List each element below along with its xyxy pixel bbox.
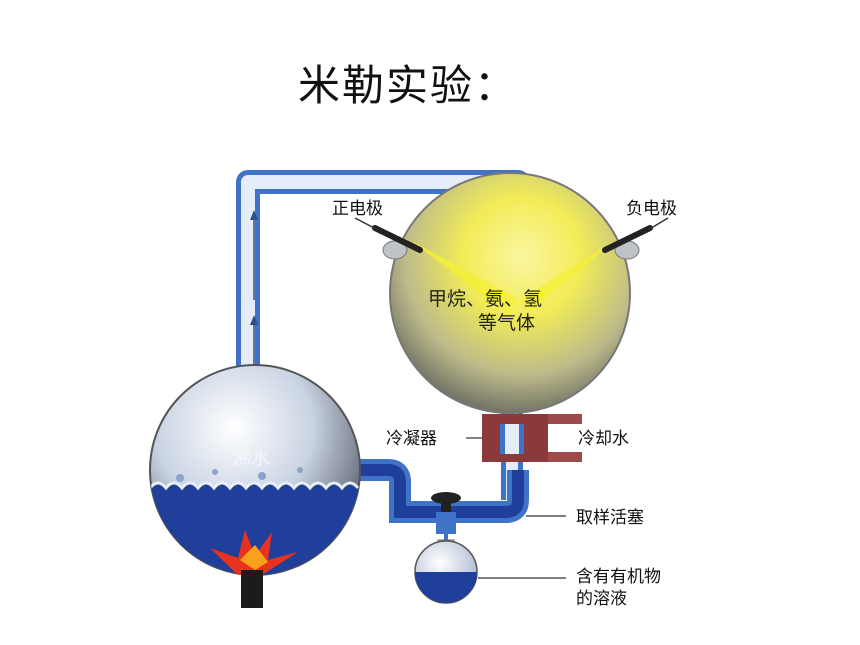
label-cooling-water: 冷却水 (578, 429, 629, 449)
page-title: 米勒实验： (297, 61, 518, 110)
gas-chamber-flask (382, 172, 640, 414)
label-boiling-water: 沸水 (232, 447, 270, 469)
label-condenser: 冷凝器 (386, 429, 437, 449)
condenser-jacket (482, 414, 582, 462)
water-return-tube (350, 459, 529, 523)
collection-flask (414, 539, 478, 604)
label-positive-electrode: 正电极 (332, 199, 383, 219)
label-gases-line2: 等气体 (478, 312, 535, 334)
label-organic-solution-line2: 的溶液 (576, 589, 627, 609)
spark-beam-right (520, 240, 615, 312)
label-organic-solution-line1: 含有有机物 (576, 567, 661, 587)
flame-burner (210, 530, 298, 608)
leader-lines (466, 437, 566, 579)
negative-electrode (602, 217, 669, 253)
sampling-stopcock (431, 492, 461, 548)
label-gases-line1: 甲烷、氨、氢 (428, 288, 542, 310)
spark-beam-left (410, 240, 520, 312)
label-sampling-stopcock: 取样活塞 (576, 508, 644, 528)
label-negative-electrode: 负电极 (626, 199, 677, 219)
positive-electrode (354, 217, 423, 253)
